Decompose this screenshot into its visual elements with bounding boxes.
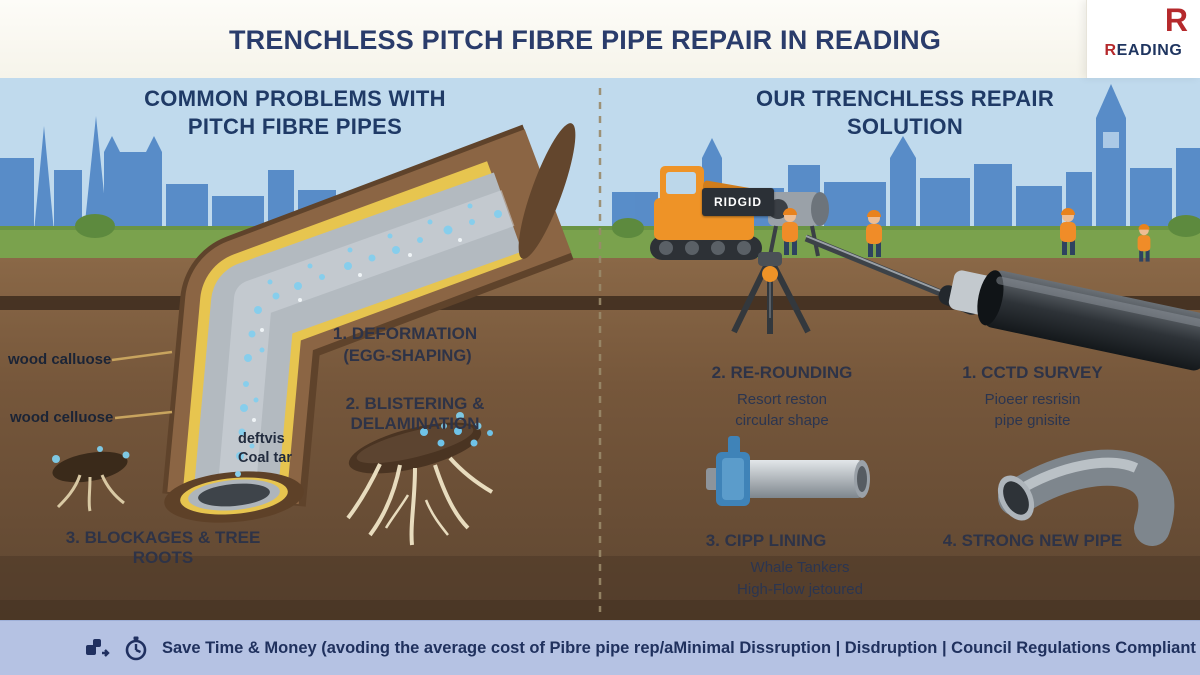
pipe-label-coal-tar-line: Coal tar (238, 449, 292, 466)
problem-2-title: 2. BLISTERING & DELAMINATION (345, 394, 485, 433)
step-cctv-survey-desc2: pipe gnisite (994, 412, 1071, 429)
logo: R READING (1086, 0, 1200, 78)
right-heading-line1: OUR TRENCHLESS REPAIR (755, 86, 1055, 111)
logo-r-icon: R (1164, 2, 1188, 38)
footer-text: Save Time & Money (avoding the average c… (162, 638, 1196, 657)
problem-1-subtitle: (EGG-SHAPING) (343, 347, 472, 365)
step-re-rounding-desc2: circular shape (735, 412, 829, 429)
step-cipp-lining-desc2: High-Flow jetoured (737, 581, 863, 598)
new-pipe-elbow (997, 449, 1175, 546)
step-cctv-survey-desc1: Pioeer resrisin (984, 391, 1081, 408)
pipe-label-wood-cellulose-2: wood celluose (10, 409, 114, 426)
left-heading-line1: COMMON PROBLEMS WITH (144, 86, 446, 111)
tree-roots-small (52, 446, 130, 512)
main-title: TRENCHLESS PITCH FIBRE PIPE REPAIR IN RE… (228, 25, 942, 55)
push-rod (804, 234, 950, 300)
left-heading-line2: PITCH FIBRE PIPES (187, 114, 403, 139)
logo-text: READING (1104, 42, 1183, 59)
tree-roots-large (346, 412, 494, 546)
savings-icon (84, 635, 110, 661)
equipment-brand-label: RIDGID (702, 188, 774, 216)
header-band: TRENCHLESS PITCH FIBRE PIPE REPAIR IN RE… (0, 0, 1200, 78)
footer-band: Save Time & Money (avoding the average c… (0, 620, 1200, 675)
step-cipp-lining-desc1: Whale Tankers (750, 559, 850, 576)
step-cctv-survey-title: 1. CCTD SURVEY (962, 363, 1103, 382)
label-leader-lines (111, 350, 173, 420)
pipe-label-coal-tar: deftvis Coal tar (238, 430, 330, 468)
pipe-speckles (235, 203, 502, 477)
pipe-label-wood-cellulose-1: wood calluose (8, 351, 112, 368)
water-droplets (420, 427, 493, 447)
step-strong-new-pipe-title: 4. STRONG NEW PIPE (942, 531, 1123, 550)
problem-3-title: 3. BLOCKAGES & TREE ROOTS (65, 528, 261, 567)
cipp-pipe-with-clamp (706, 436, 870, 506)
step-re-rounding-desc1: Resort reston (736, 391, 828, 408)
step-cipp-lining-title: 3. CIPP LINING (705, 531, 827, 550)
winch-tripod (731, 252, 811, 334)
cable-drum-unit (768, 192, 829, 257)
pipe-label-debris-line: deftvis (238, 431, 285, 447)
host-pipe-dark (948, 270, 1200, 371)
problem-1-title: 1. DEFORMATION (332, 324, 478, 343)
stopwatch-icon (123, 635, 149, 661)
right-heading-line2: SOLUTION (846, 114, 964, 139)
step-re-rounding-title: 2. RE-ROUNDING (711, 363, 853, 382)
